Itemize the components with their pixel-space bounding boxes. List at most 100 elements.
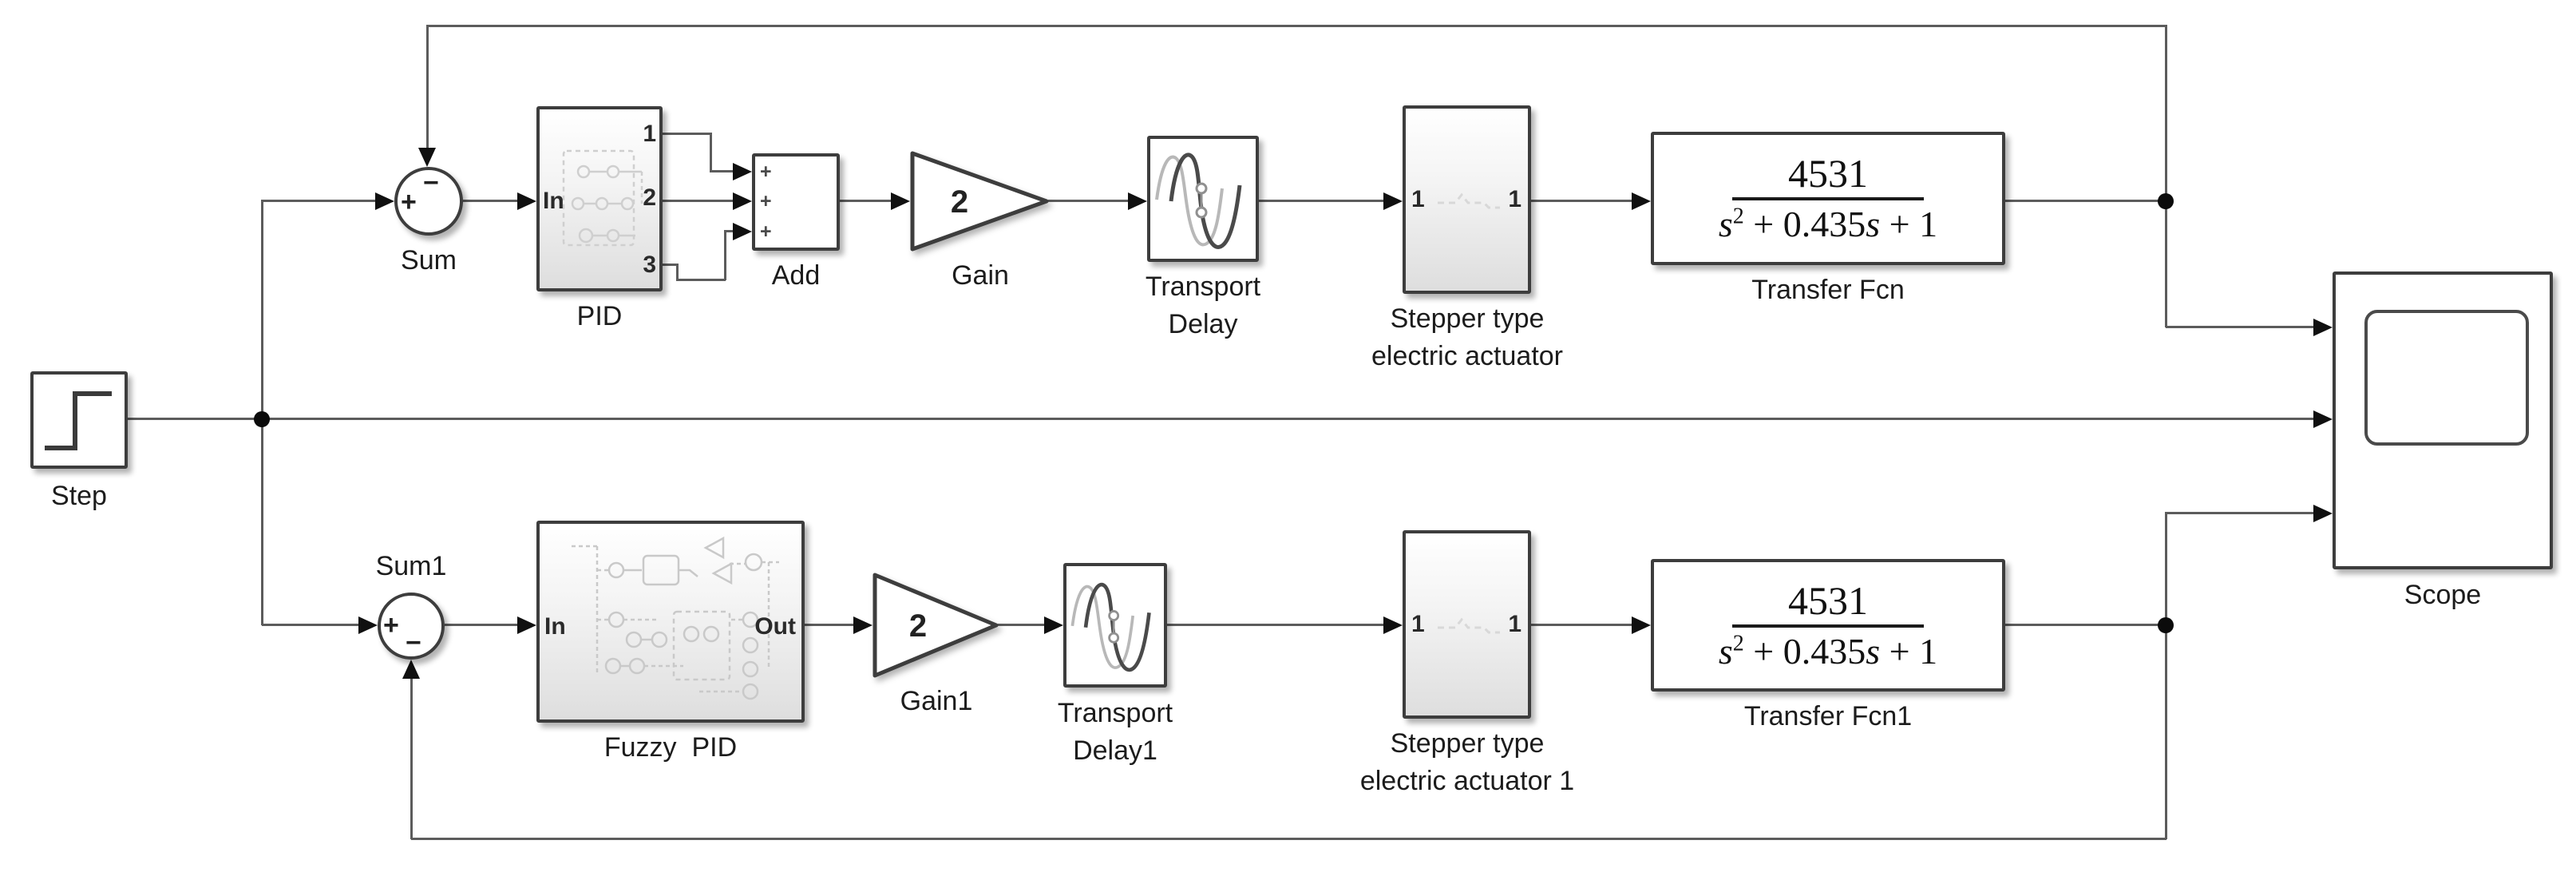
wire-junction-to-scope3-v[interactable]	[2165, 512, 2167, 625]
step-block[interactable]	[30, 371, 128, 469]
wire-junction-to-scope1-v[interactable]	[2165, 200, 2167, 327]
wire-pid3-seg4[interactable]	[724, 230, 726, 280]
arrowhead-into-tf	[1632, 192, 1651, 210]
arrowhead-into-scope3	[2313, 505, 2333, 522]
wire-feedback-bottom-drop[interactable]	[2165, 624, 2167, 839]
arrowhead-into-stepper1	[1383, 616, 1403, 634]
pid-subsystem-thumbnail-icon	[562, 149, 643, 247]
wire-feedback-top-drop[interactable]	[426, 25, 429, 148]
fuzzy-subsystem-thumbnail-icon	[572, 536, 779, 700]
transfer-fcn-equation: 4531 s2 + 0.435s + 1	[1654, 135, 2002, 262]
scope-screen-icon	[2364, 310, 2529, 446]
wire-pid1-seg3[interactable]	[710, 170, 733, 172]
arrowhead-into-sum1	[358, 616, 378, 634]
transfer-fcn-block[interactable]: 4531 s2 + 0.435s + 1	[1651, 132, 2005, 265]
wire-branch-to-sum1[interactable]	[262, 624, 358, 626]
sum1-plus-sign: +	[383, 610, 399, 640]
wire-pid2-to-add[interactable]	[663, 200, 733, 202]
gain-block[interactable]	[910, 151, 1051, 252]
wire-branch-to-sum[interactable]	[262, 200, 375, 202]
delay-waveform-icon	[1155, 153, 1242, 249]
transfer-fcn-numerator: 4531	[1788, 151, 1868, 196]
add-plus1-sign: +	[760, 161, 772, 183]
wire-pid3-seg5[interactable]	[724, 230, 733, 232]
pid-out1-port-label: 1	[643, 121, 656, 147]
arrowhead-into-stepper	[1383, 192, 1403, 210]
wire-stepper-to-tf[interactable]	[1531, 200, 1632, 202]
transport-delay1-block[interactable]	[1063, 563, 1167, 688]
wire-pid3-seg2[interactable]	[676, 264, 679, 280]
wire-branch-up[interactable]	[261, 200, 263, 419]
add-plus2-sign: +	[760, 190, 772, 212]
fraction-bar	[1732, 197, 1924, 200]
wire-pid1-seg1[interactable]	[663, 133, 711, 135]
wire-fuzzy-to-gain1[interactable]	[805, 624, 853, 626]
transfer-fcn-label: Transfer Fcn	[1751, 275, 1905, 305]
stepper-in-port-label: 1	[1411, 186, 1425, 212]
fuzzy-out-port-label: Out	[754, 613, 796, 640]
gain1-label: Gain1	[900, 686, 973, 716]
wire-junction-to-scope3-h[interactable]	[2166, 512, 2313, 514]
add-plus3-sign: +	[760, 220, 772, 243]
arrowhead-into-add1	[733, 163, 752, 180]
arrowhead-into-scope2	[2313, 410, 2333, 428]
wire-feedback-top-rise[interactable]	[2165, 25, 2167, 201]
wire-tf1-to-junction[interactable]	[2005, 624, 2166, 626]
sum-block[interactable]	[394, 167, 463, 236]
wire-pid3-seg1[interactable]	[663, 264, 678, 266]
arrowhead-into-add3	[733, 223, 752, 240]
pid-out3-port-label: 3	[643, 252, 656, 278]
transfer-fcn1-denominator: s2 + 0.435s + 1	[1718, 630, 1938, 672]
wire-feedback-top[interactable]	[427, 25, 2166, 27]
wire-feedback-bottom-rise[interactable]	[410, 679, 413, 839]
fraction-bar	[1732, 624, 1924, 628]
wire-pid3-seg3[interactable]	[676, 279, 726, 281]
delay1-waveform-icon	[1070, 582, 1151, 672]
transport-delay-block[interactable]	[1147, 136, 1259, 262]
wire-pid1-seg2[interactable]	[710, 133, 712, 172]
scope-block[interactable]	[2333, 272, 2553, 569]
wire-sum1-to-fuzzy[interactable]	[445, 624, 517, 626]
wire-step-to-scope[interactable]	[128, 418, 2313, 420]
wire-tdelay-to-stepper[interactable]	[1259, 200, 1383, 202]
transfer-fcn1-numerator: 4531	[1788, 577, 1868, 623]
pid-block[interactable]	[536, 106, 663, 291]
stepper-actuator1-block[interactable]	[1403, 530, 1531, 719]
arrowhead-into-pid	[517, 192, 536, 210]
gain1-block[interactable]	[873, 573, 1000, 678]
pid-in-port-label: In	[543, 188, 564, 214]
arrowhead-into-sum	[375, 192, 394, 210]
pid-out2-port-label: 2	[643, 184, 656, 211]
wire-stepper1-to-tf1[interactable]	[1531, 624, 1632, 626]
wire-tdelay1-to-stepper1[interactable]	[1167, 624, 1383, 626]
sum1-minus-sign: −	[406, 628, 421, 658]
arrowhead-into-tf1	[1632, 616, 1651, 634]
step-label: Step	[51, 481, 107, 511]
transfer-fcn1-block[interactable]: 4531 s2 + 0.435s + 1	[1651, 559, 2005, 692]
fuzzy-pid-block[interactable]	[536, 521, 805, 723]
gain-label: Gain	[952, 260, 1009, 291]
wire-tf-to-junction[interactable]	[2005, 200, 2166, 202]
wire-gain-to-tdelay[interactable]	[1048, 200, 1128, 202]
stepper-actuator-block[interactable]	[1403, 105, 1531, 294]
wire-sum-to-pid[interactable]	[463, 200, 517, 202]
wire-gain1-to-tdelay1[interactable]	[998, 624, 1044, 626]
gain1-value: 2	[908, 608, 928, 644]
wire-add-to-gain[interactable]	[840, 200, 891, 202]
sum-plus-sign: +	[401, 187, 417, 217]
wire-junction-to-scope1-h[interactable]	[2166, 326, 2313, 328]
fuzzy-pid-label: Fuzzy PID	[603, 732, 738, 763]
step-signal-icon	[45, 391, 112, 450]
wire-branch-down[interactable]	[261, 418, 263, 625]
sum1-block[interactable]	[378, 593, 445, 660]
arrowhead-into-gain	[891, 192, 910, 210]
sum-minus-sign: −	[423, 168, 439, 198]
pid-label: PID	[576, 301, 623, 331]
sum1-label: Sum1	[375, 551, 447, 581]
arrowhead-into-sum1-bottom	[402, 660, 420, 679]
wire-feedback-bottom[interactable]	[411, 838, 2166, 840]
add-block[interactable]	[752, 153, 840, 251]
actuator-thumbnail-icon	[1438, 192, 1500, 209]
